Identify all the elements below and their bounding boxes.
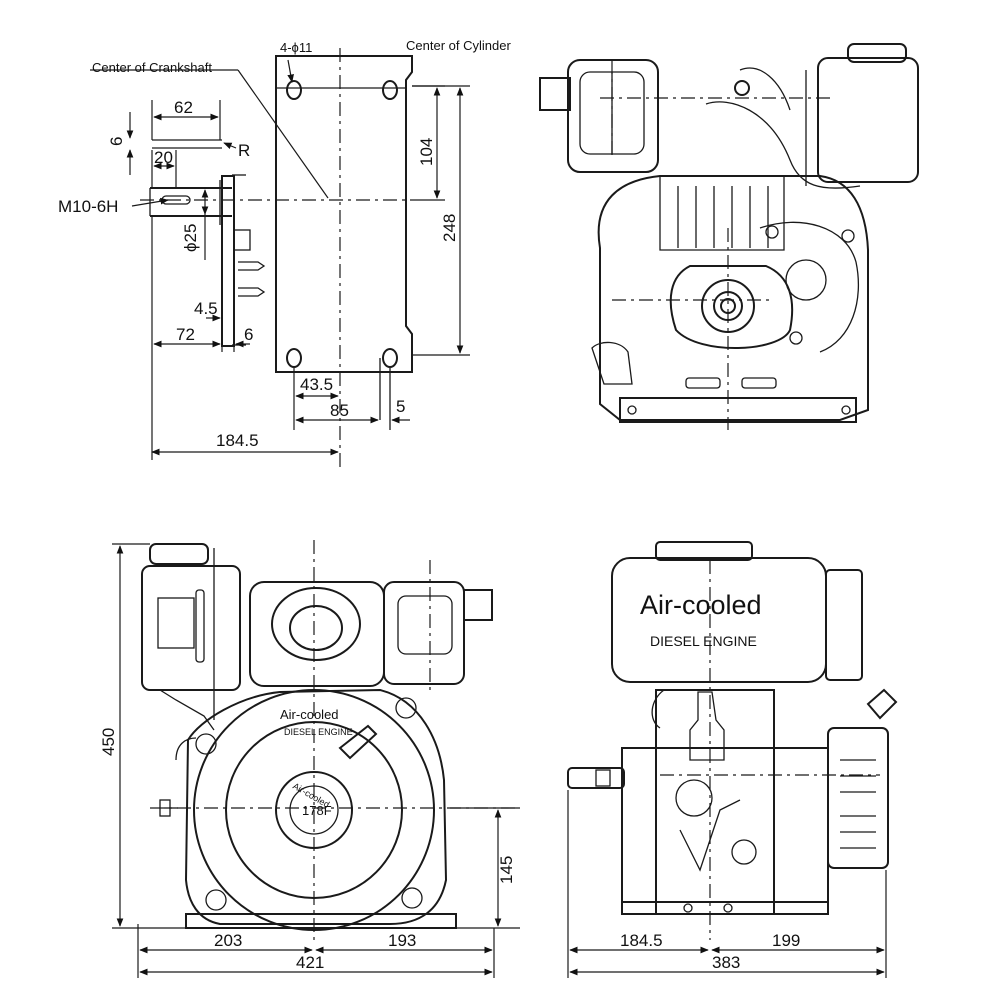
dim-450: 450 — [99, 728, 118, 756]
dim-383: 383 — [712, 953, 740, 972]
dim-20: 20 — [154, 148, 173, 167]
model-text: 178F — [302, 803, 332, 818]
dim-dia-25: ϕ25 — [181, 224, 200, 252]
dim-62: 62 — [174, 98, 193, 117]
dim-145: 145 — [497, 856, 516, 884]
radius-label: R — [238, 141, 250, 160]
dim-248: 248 — [440, 214, 459, 242]
dim-421: 421 — [296, 953, 324, 972]
dim-72: 72 — [176, 325, 195, 344]
tank-sub-text: DIESEL ENGINE — [650, 633, 757, 649]
dim-184-5-side: 184.5 — [620, 931, 663, 950]
dim-184-5-top: 184.5 — [216, 431, 259, 450]
dim-6-horizontal: 6 — [244, 325, 253, 344]
dim-4-5: 4.5 — [194, 299, 218, 318]
dim-5: 5 — [396, 397, 405, 416]
blower-sub-text: DIESEL ENGINE — [284, 727, 353, 737]
dim-85: 85 — [330, 401, 349, 420]
blower-brand-text: Air-cooled — [280, 707, 339, 722]
dim-6-vertical: 6 — [107, 137, 126, 146]
side-view-engine: Air-cooled DIESEL ENGINE 184.5 199 — [567, 541, 898, 978]
dim-43-5: 43.5 — [300, 375, 333, 394]
mounting-detail-view: 4-ϕ11 Center of Cylinder Center of Crank… — [58, 38, 511, 470]
dim-199: 199 — [772, 931, 800, 950]
dim-203: 203 — [214, 931, 242, 950]
bolt-holes-label: 4-ϕ11 — [280, 40, 312, 55]
dim-104: 104 — [417, 138, 436, 166]
tank-brand-text: Air-cooled — [640, 590, 762, 620]
mounting-plate — [275, 55, 413, 430]
rear-view-engine — [539, 43, 919, 430]
center-of-crankshaft-label: Center of Crankshaft — [92, 60, 212, 75]
front-view-engine: Air-cooled DIESEL ENGINE 178F Air-cooled… — [99, 540, 520, 978]
thread-label: M10-6H — [58, 197, 118, 216]
center-of-cylinder-label: Center of Cylinder — [406, 38, 511, 53]
dim-193: 193 — [388, 931, 416, 950]
